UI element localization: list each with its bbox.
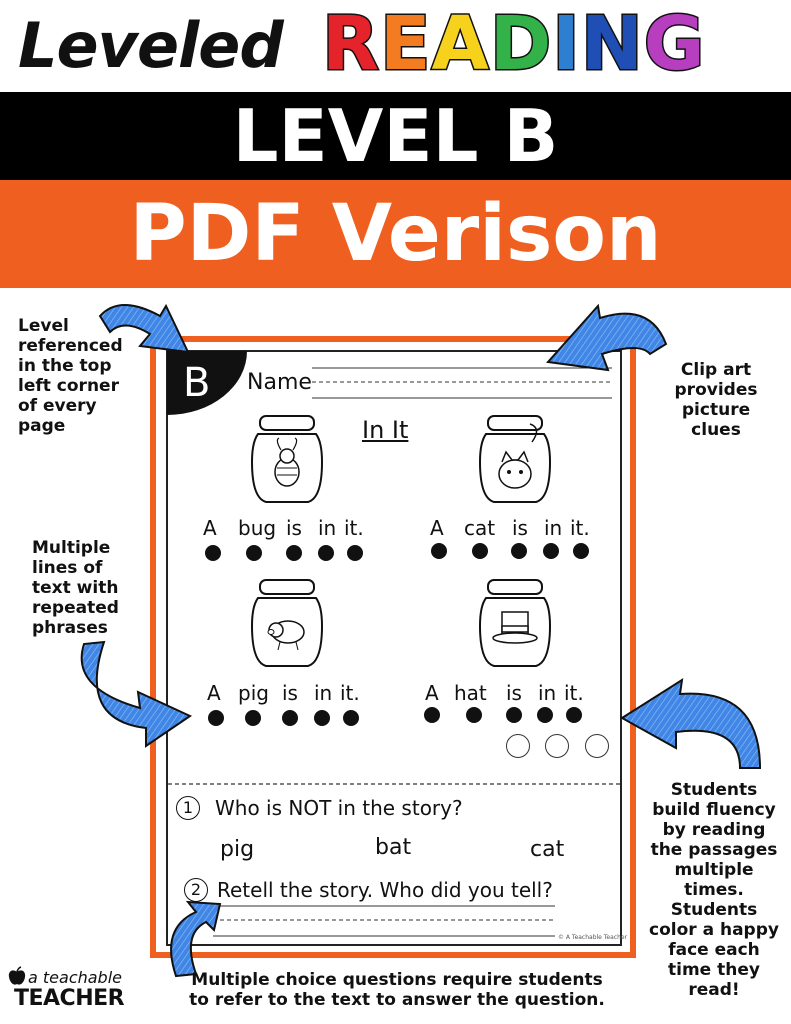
choice-pig[interactable]: pig [220,837,255,862]
pdf-version-heading: PDF Verison [129,189,662,279]
callout-multiple-choice: Multiple choice questions require studen… [189,970,605,1010]
level-badge [167,351,247,415]
word: is [282,681,298,705]
apple-icon [8,966,26,985]
tracking-dot [205,545,221,561]
word: it. [344,516,364,540]
word: is [506,681,522,705]
answer-writing-lines[interactable] [213,904,557,938]
word: it. [564,681,584,705]
level-band [0,92,791,180]
word: in [538,681,557,705]
tracking-dot [543,543,559,559]
word: is [286,516,302,540]
level-badge-letter: B [183,360,211,406]
arrow-level [98,303,190,354]
tracking-dot [466,707,482,723]
tracking-dot [286,545,302,561]
happy-face-icon[interactable] [585,734,609,758]
copyright-text: © A Teachable Teacher [558,934,628,941]
happy-face-icon[interactable] [506,734,530,758]
tracking-dot [208,710,224,726]
word: A [430,516,444,540]
tracking-dot [511,543,527,559]
tracking-dot [566,707,582,723]
word: in [318,516,337,540]
arrow-multiple-lines [80,640,193,748]
tracking-dot [343,710,359,726]
arrow-clipart [545,303,668,372]
word: in [544,516,563,540]
title-letter: G [642,1,706,88]
question-1-number: 1 [176,796,200,820]
word: it. [340,681,360,705]
word: hat [454,681,487,705]
title-letter: D [488,1,553,88]
arrow-multiple-choice [170,900,222,978]
name-writing-lines [312,367,612,399]
title-letter: I [551,1,582,88]
word: it. [570,516,590,540]
tracking-dot [431,543,447,559]
worksheet-title: In It [362,416,409,444]
level-heading: LEVEL B [232,94,559,178]
callout-arrows [80,303,762,978]
tracking-dot [245,710,261,726]
jar-hat-icon [478,579,552,667]
logo-teachable: a teachable [28,968,122,987]
tracking-dot [246,545,262,561]
tracking-dot [573,543,589,559]
tracking-dot [318,545,334,561]
word: is [512,516,528,540]
tracking-dot [314,710,330,726]
title-band [0,0,791,92]
tracking-dot [506,707,522,723]
tracking-dot [347,545,363,561]
word: A [203,516,217,540]
word: cat [464,516,496,540]
tracking-dot [282,710,298,726]
happy-face-icon[interactable] [545,734,569,758]
question-2-text: Retell the story. Who did you tell? [217,878,553,902]
choice-cat[interactable]: cat [530,837,565,862]
tracking-dot [537,707,553,723]
title-letter: R [321,1,381,88]
jar-cat-icon [478,415,552,503]
logo-teacher: TEACHER [14,986,125,1011]
name-label: Name [247,370,312,395]
tracking-dot [472,543,488,559]
word: A [207,681,221,705]
jar-bug-icon [250,415,324,503]
title-letter: N [579,1,644,88]
arrow-fluency [620,677,762,769]
tracking-dot [424,707,440,723]
title-reading: READING [321,1,706,88]
word: bug [238,516,277,540]
word: A [425,681,439,705]
jar-pig-icon [250,579,324,667]
title-letter: A [430,1,490,88]
title-letter: E [378,1,432,88]
word: pig [238,681,269,705]
dashed-divider [168,783,620,785]
question-1-text: Who is NOT in the story? [215,796,463,820]
pdf-band [0,180,791,288]
word: in [314,681,333,705]
title-leveled: Leveled [18,9,284,82]
choice-bat[interactable]: bat [375,835,412,860]
